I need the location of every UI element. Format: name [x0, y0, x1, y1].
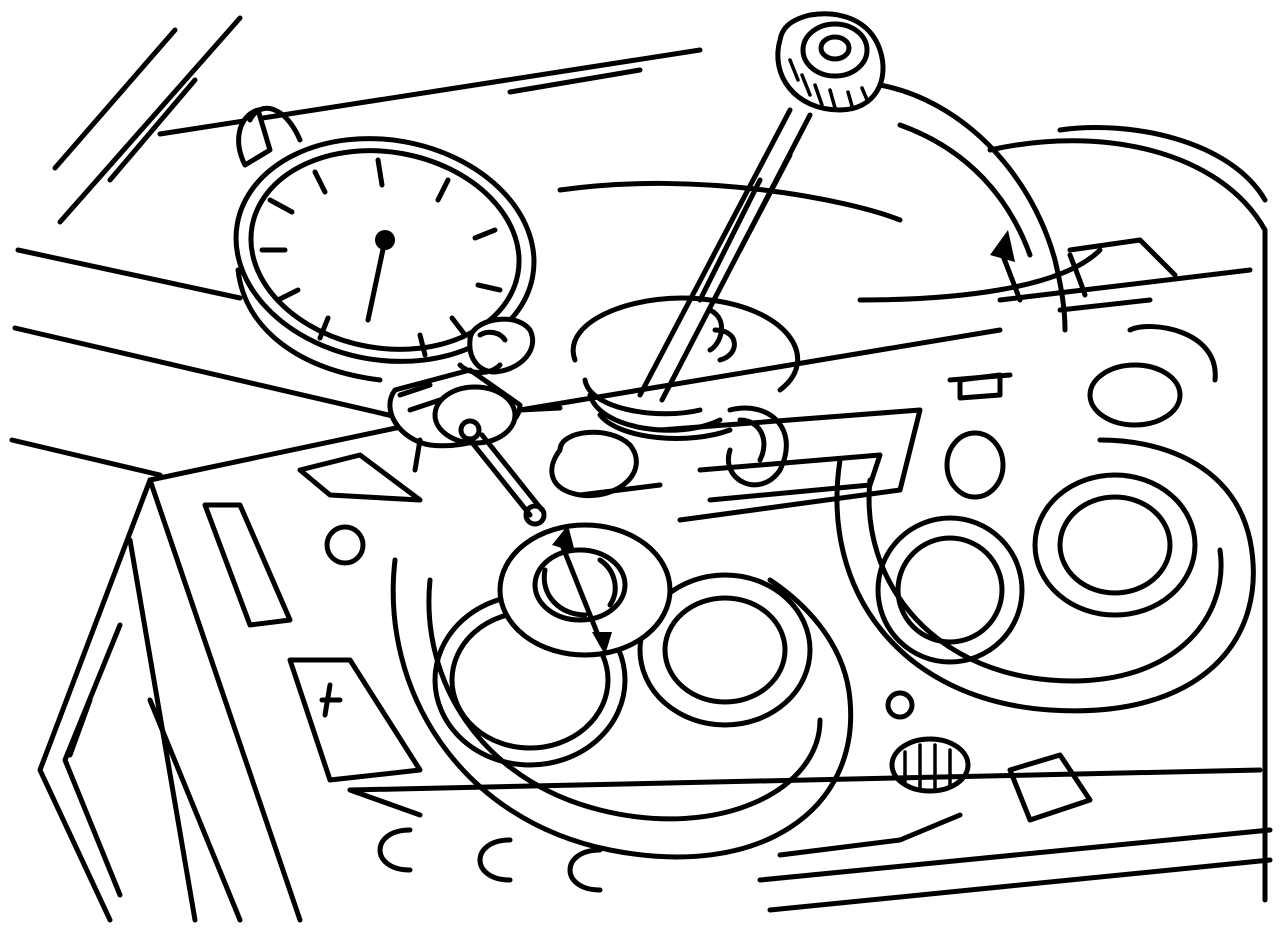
measurement-direction-arrow [497, 522, 673, 658]
combustion-chamber-right [834, 437, 1256, 714]
cylinder-head [37, 125, 1273, 923]
rotation-arrow [877, 82, 1178, 333]
dial-ticks [259, 157, 503, 358]
valve-spring [549, 295, 923, 523]
combustion-chamber-left [390, 557, 854, 860]
deck-details [412, 297, 1153, 473]
indicator-extension-rod [637, 11, 886, 403]
dial-needle [365, 237, 388, 323]
dial-indicator [233, 105, 547, 527]
